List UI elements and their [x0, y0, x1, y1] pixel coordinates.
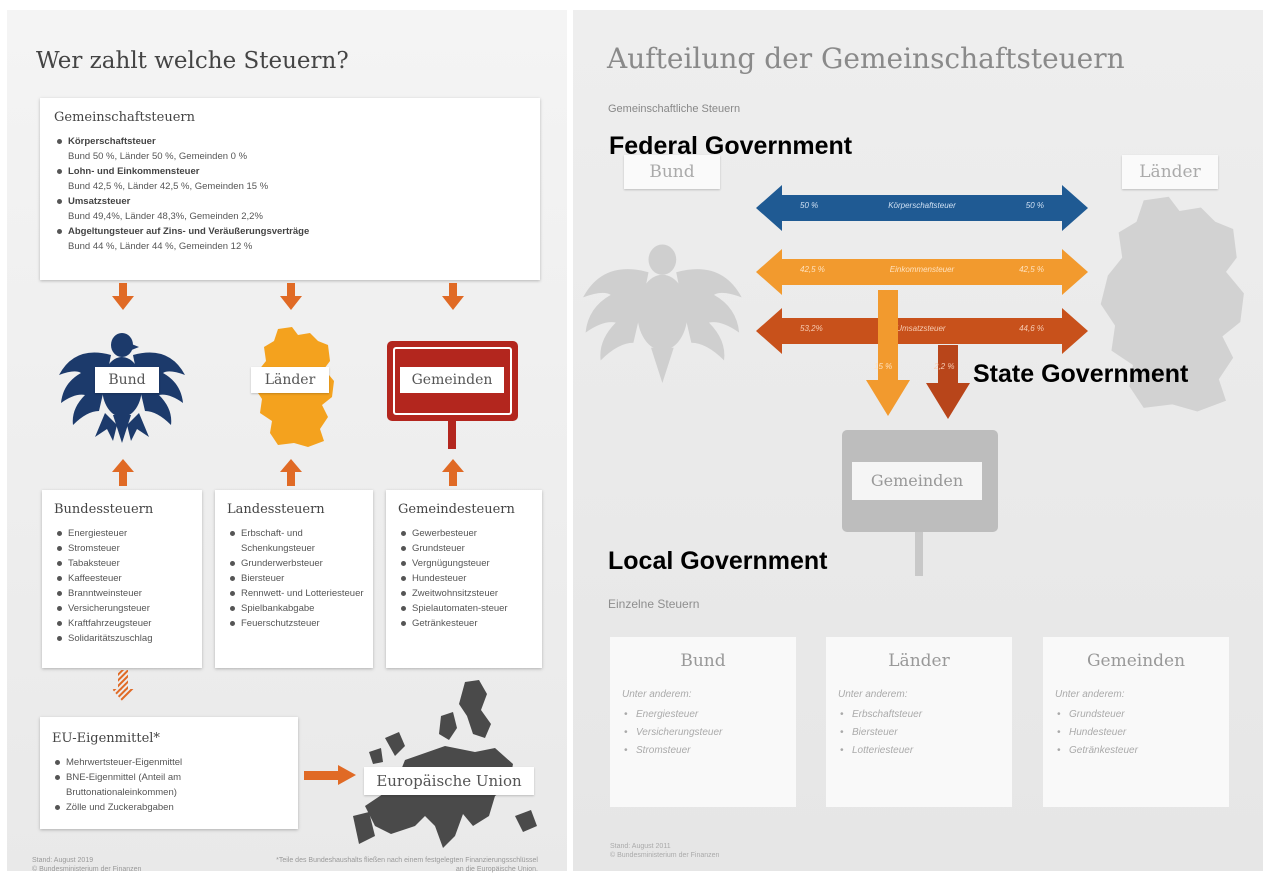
list-item: Tabaksteuer	[54, 556, 153, 571]
list-item: Mehrwertsteuer-Eigenmittel	[52, 755, 292, 770]
right-subtitle: Gemeinschaftliche Steuern	[608, 103, 741, 115]
double-arrow-koerperschaft	[756, 185, 1088, 231]
list-item: Energiesteuer	[624, 706, 796, 724]
arrow-down-icon	[280, 283, 302, 310]
card-title: Länder	[888, 651, 950, 671]
list-item: Getränkesteuer	[398, 616, 536, 631]
list-item: Getränkesteuer	[1057, 742, 1229, 760]
einzelne-steuern-label: Einzelne Steuern	[608, 597, 700, 611]
laender-label: Länder	[251, 367, 329, 393]
left-footer-source: Stand: August 2019© Bundesministerium de…	[32, 857, 142, 873]
list-item: Biersteuer	[840, 724, 1012, 742]
arrow-down-icon	[442, 283, 464, 310]
list-item: Hundesteuer	[398, 571, 536, 586]
list-item: Spielbankabgabe	[227, 601, 367, 616]
list-item: Grunderwerbsteuer	[227, 556, 367, 571]
card-title: Bund	[680, 651, 726, 671]
arrow-up-icon	[112, 459, 134, 486]
left-footer-note: *Teile des Bundeshaushalts fließen nach …	[276, 857, 538, 873]
arrow-down-umsatz-icon	[926, 345, 970, 419]
right-bund-label: Bund	[624, 155, 720, 189]
list-item: Lotteriesteuer	[840, 742, 1012, 760]
list-item: BNE-Eigenmittel (Anteil am Bruttonationa…	[52, 770, 292, 800]
down-label-einkommen: 15 %	[874, 362, 893, 371]
overlay-federal-government: Federal Government	[609, 132, 853, 160]
gemeinschaftsteuern-title: Gemeinschaftsteuern	[54, 110, 195, 125]
list-item: Erbschaftsteuer	[840, 706, 1012, 724]
right-title: Aufteilung der Gemeinschaftsteuern	[607, 42, 1125, 75]
gemeinden-label: Gemeinden	[400, 367, 504, 393]
arrow-up-icon	[442, 459, 464, 486]
right-laender-label: Länder	[1122, 155, 1218, 189]
double-arrow-umsatz	[756, 308, 1088, 354]
list-item: Rennwett- und Lotteriesteuer	[227, 586, 367, 601]
list-item: Biersteuer	[227, 571, 367, 586]
card-subtitle: Unter anderem:	[622, 689, 692, 700]
eu-eigenmittel-box: EU-Eigenmittel* Mehrwertsteuer-Eigenmitt…	[40, 717, 298, 829]
list-item: Energiesteuer	[54, 526, 153, 541]
faded-germany-map-icon	[1100, 196, 1244, 412]
eu-label: Europäische Union	[364, 767, 534, 795]
list-item: Vergnügungsteuer	[398, 556, 536, 571]
list-item: Versicherungsteuer	[54, 601, 153, 616]
eu-eigenmittel-title: EU-Eigenmittel*	[52, 731, 160, 746]
landessteuern-box: Landessteuern Erbschaft- und Schenkungst…	[215, 490, 373, 668]
bundessteuern-title: Bundessteuern	[54, 502, 154, 517]
bundessteuern-box: Bundessteuern Energiesteuer Stromsteuer …	[42, 490, 202, 668]
bund-label: Bund	[95, 367, 159, 393]
arrow-down-icon	[112, 283, 134, 310]
double-arrow-einkommen	[756, 249, 1088, 295]
list-item: Branntweinsteuer	[54, 586, 153, 601]
list-item: Erbschaft- und Schenkungsteuer	[227, 526, 367, 556]
down-label-umsatz: 2,2 %	[934, 362, 955, 371]
list-item: Zweitwohnsitzsteuer	[398, 586, 536, 601]
list-item: Spielautomaten-steuer	[398, 601, 536, 616]
faded-town-sign-post	[915, 532, 923, 576]
list-item: Versicherungsteuer	[624, 724, 796, 742]
overlay-state-government: State Government	[973, 360, 1189, 388]
list-item: Stromsteuer	[54, 541, 153, 556]
left-title: Wer zahlt welche Steuern?	[36, 48, 349, 74]
overlay-local-government: Local Government	[608, 547, 828, 575]
town-sign-frame	[393, 347, 512, 415]
list-item: Grundsteuer	[398, 541, 536, 556]
card-subtitle: Unter anderem:	[1055, 689, 1125, 700]
list-item: Feuerschutzsteuer	[227, 616, 367, 631]
right-footer-source: Stand: August 2011© Bundesministerium de…	[610, 843, 720, 859]
card-bund: Bund Unter anderem: Energiesteuer Versic…	[610, 637, 796, 807]
gemeindesteuern-box: Gemeindesteuern Gewerbesteuer Grundsteue…	[386, 490, 542, 668]
list-item: Gewerbesteuer	[398, 526, 536, 541]
card-laender: Länder Unter anderem: Erbschaftsteuer Bi…	[826, 637, 1012, 807]
list-item: Hundesteuer	[1057, 724, 1229, 742]
faded-eagle-icon	[583, 244, 742, 384]
gemeindesteuern-title: Gemeindesteuern	[398, 502, 515, 517]
list-item: Grundsteuer	[1057, 706, 1229, 724]
town-sign-post	[448, 421, 456, 449]
list-item: Kaffeesteuer	[54, 571, 153, 586]
landessteuern-title: Landessteuern	[227, 502, 325, 517]
right-gemeinden-label: Gemeinden	[852, 462, 982, 500]
card-subtitle: Unter anderem:	[838, 689, 908, 700]
list-item: Solidaritätszuschlag	[54, 631, 153, 646]
card-gemeinden: Gemeinden Unter anderem: Grundsteuer Hun…	[1043, 637, 1229, 807]
arrow-right-icon	[304, 765, 356, 785]
hatched-arrow-icon	[112, 670, 134, 702]
europe-map-icon	[353, 680, 537, 848]
arrow-up-icon	[280, 459, 302, 486]
list-item: Kraftfahrzeugsteuer	[54, 616, 153, 631]
arrow-down-einkommen-icon	[866, 290, 910, 416]
list-item: Stromsteuer	[624, 742, 796, 760]
list-item: Zölle und Zuckerabgaben	[52, 800, 292, 815]
tax-item-abgeltung: Abgeltungsteuer auf Zins- und Veräußerun…	[54, 224, 309, 254]
card-title: Gemeinden	[1086, 651, 1186, 671]
